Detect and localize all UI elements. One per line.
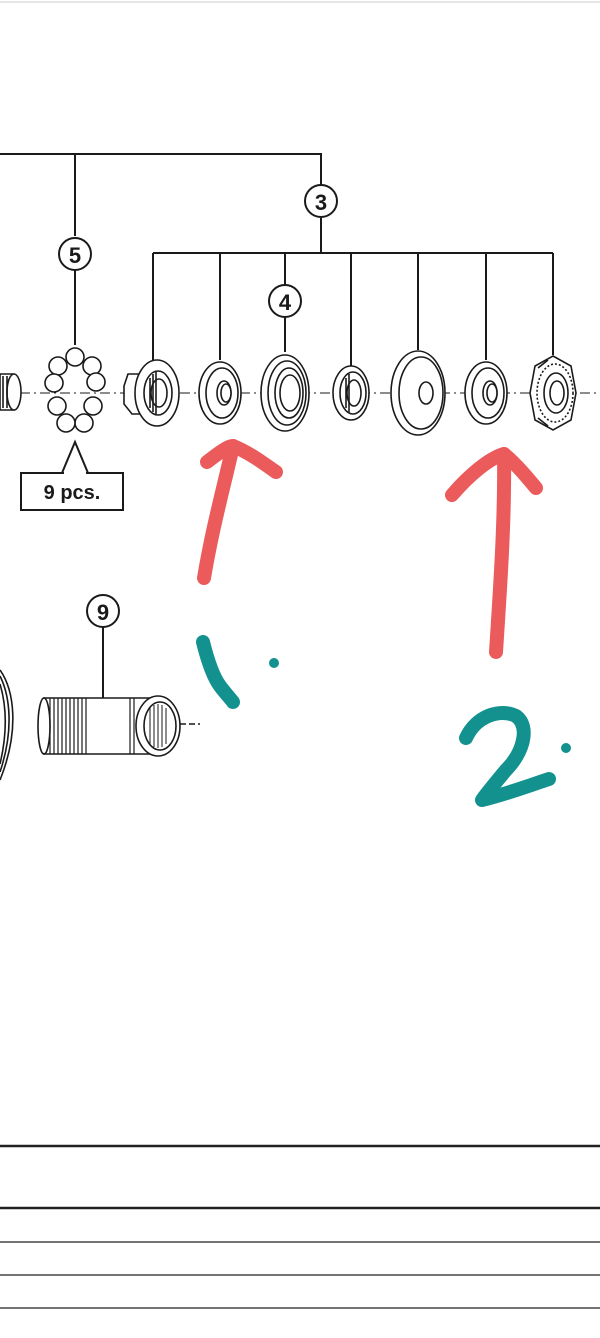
- hub-cone: [123, 359, 180, 427]
- teal-mark-2: [459, 706, 571, 807]
- dust-cap-part-4: [260, 354, 310, 432]
- callout-4-label: 4: [279, 290, 292, 315]
- callout-4: 4: [268, 284, 302, 318]
- callout-3: 3: [304, 184, 338, 218]
- washer-1: [198, 361, 242, 425]
- callout-9-label: 9: [97, 600, 109, 625]
- red-arrow-1: [197, 439, 283, 585]
- teal-mark-1: [196, 635, 279, 709]
- callout-5-label: 5: [69, 243, 81, 268]
- washer-2: [464, 361, 508, 425]
- mark-1-text: 1.: [0, 0, 2, 1]
- leader-lines: [0, 153, 554, 366]
- callout-5: 5: [58, 237, 92, 271]
- ball-count-label: 9 pcs.: [44, 482, 101, 504]
- ball-count-callout: 9 pcs.: [20, 439, 124, 511]
- axle-sleeve: [37, 695, 200, 757]
- red-arrow-2: [445, 447, 543, 659]
- mark-2-text: 2.: [0, 0, 2, 1]
- partial-left-part: [0, 373, 22, 411]
- table-rules: [0, 1144, 600, 1309]
- callout-9: 9: [86, 594, 120, 698]
- large-washer: [390, 350, 446, 436]
- lock-nut: [529, 355, 577, 431]
- spacer-ring: [332, 365, 370, 421]
- ball-bearings: [44, 347, 106, 433]
- partial-hub-flange: [0, 669, 14, 781]
- callout-3-label: 3: [315, 190, 327, 215]
